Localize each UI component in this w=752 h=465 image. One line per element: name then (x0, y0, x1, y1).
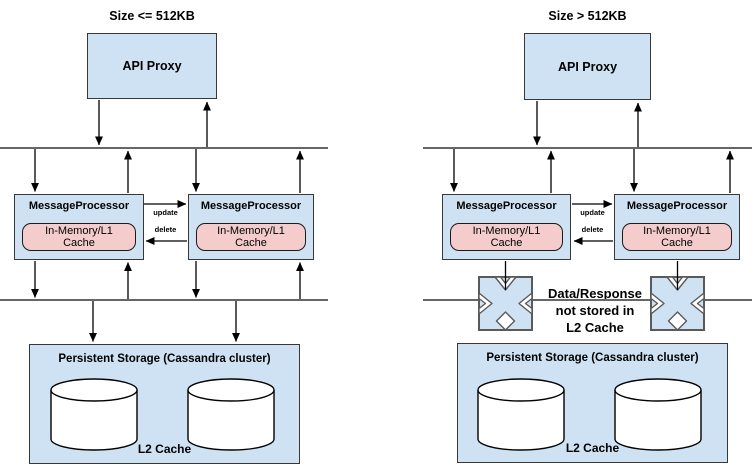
persistent-storage-box: Persistent Storage (Cassandra cluster) L… (29, 344, 300, 464)
diagram-title-small-payload: Size <= 512KB (109, 9, 195, 23)
persistent-storage-box: Persistent Storage (Cassandra cluster) L… (457, 343, 728, 463)
message-processor-label: MessageProcessor (200, 200, 302, 212)
blocked-note: Data/Response not stored in L2 Cache (538, 285, 652, 336)
message-processor-label: MessageProcessor (456, 200, 557, 212)
message-processor-label: MessageProcessor (28, 200, 130, 212)
persistent-storage-label: Persistent Storage (Cassandra cluster) (486, 352, 699, 364)
api-proxy-box: API Proxy (524, 33, 651, 100)
api-proxy-label: API Proxy (557, 59, 618, 74)
l2-cache-label: L2 Cache (565, 441, 620, 455)
blocked-note-line: Data/Response (548, 286, 642, 301)
api-proxy-label: API Proxy (122, 59, 182, 73)
message-processor-box: MessageProcessor In-Memory/L1 Cache (188, 194, 314, 260)
l1-cache-label: In-Memory/L1 Cache (643, 224, 711, 250)
blocked-x-icon (478, 276, 533, 331)
blocked-x-icon (650, 276, 705, 331)
message-processor-box: MessageProcessor In-Memory/L1 Cache (14, 194, 144, 260)
l1-cache-box: In-Memory/L1 Cache (622, 223, 732, 251)
l1-cache-label: In-Memory/L1 Cache (45, 224, 113, 250)
blocked-note-line: L2 Cache (566, 320, 624, 335)
delete-arrow-label: delete (154, 225, 177, 234)
message-processor-label: MessageProcessor (626, 200, 728, 212)
update-arrow-label: update (153, 208, 178, 217)
l1-cache-box: In-Memory/L1 Cache (22, 223, 136, 251)
l2-cache-label: L2 Cache (137, 442, 192, 456)
api-proxy-box: API Proxy (87, 33, 217, 99)
diagram-title-large-payload: Size > 512KB (548, 9, 627, 23)
l1-cache-label: In-Memory/L1 Cache (217, 224, 285, 250)
persistent-storage-label: Persistent Storage (Cassandra cluster) (58, 353, 271, 365)
l1-cache-box: In-Memory/L1 Cache (196, 223, 306, 251)
message-processor-box: MessageProcessor In-Memory/L1 Cache (442, 194, 571, 260)
update-arrow-label: update (580, 208, 605, 217)
l1-cache-label: In-Memory/L1 Cache (472, 224, 541, 250)
blocked-note-line: not stored in (555, 303, 635, 318)
delete-arrow-label: delete (581, 225, 604, 234)
l1-cache-box: In-Memory/L1 Cache (450, 223, 563, 251)
message-processor-box: MessageProcessor In-Memory/L1 Cache (614, 194, 740, 260)
